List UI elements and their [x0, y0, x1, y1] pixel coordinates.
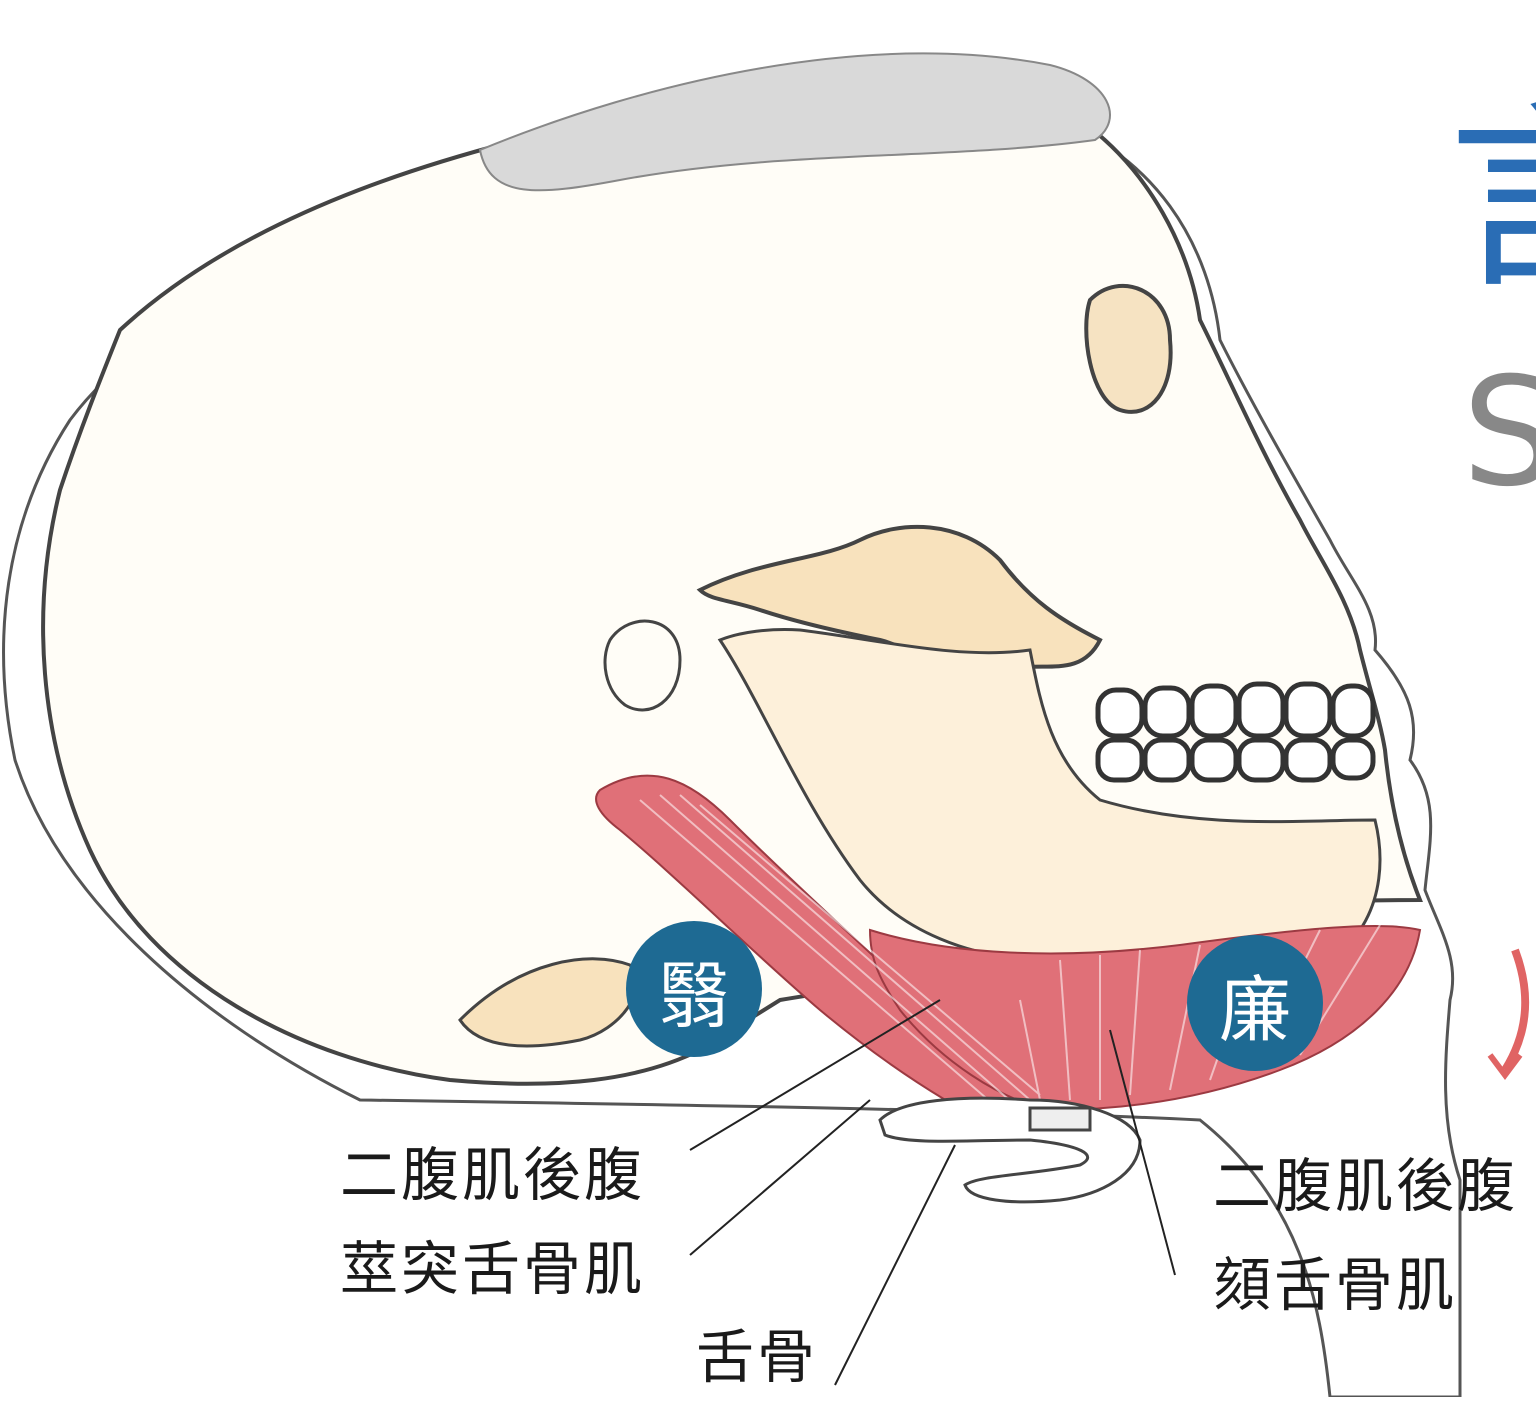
- hyoid-bone: [880, 1098, 1140, 1202]
- label-hyoid: 舌骨: [696, 1328, 818, 1386]
- label-posterior-digastric-left: 二腹肌後腹: [340, 1146, 645, 1204]
- label-stylohyoid: 莖突舌骨肌: [340, 1240, 645, 1298]
- badge-lian: 廉: [1187, 935, 1323, 1071]
- hyoid-body: [1030, 1108, 1090, 1130]
- badge-yi: 翳: [626, 921, 762, 1057]
- direction-arrow: [1505, 950, 1525, 1070]
- label-posterior-digastric-right: 二腹肌後腹: [1213, 1157, 1518, 1215]
- title-latin-fragment: S: [1462, 358, 1536, 508]
- label-geniohyoid: 頦舌骨肌: [1213, 1256, 1457, 1314]
- title-char-fragment: 言: [1448, 100, 1536, 300]
